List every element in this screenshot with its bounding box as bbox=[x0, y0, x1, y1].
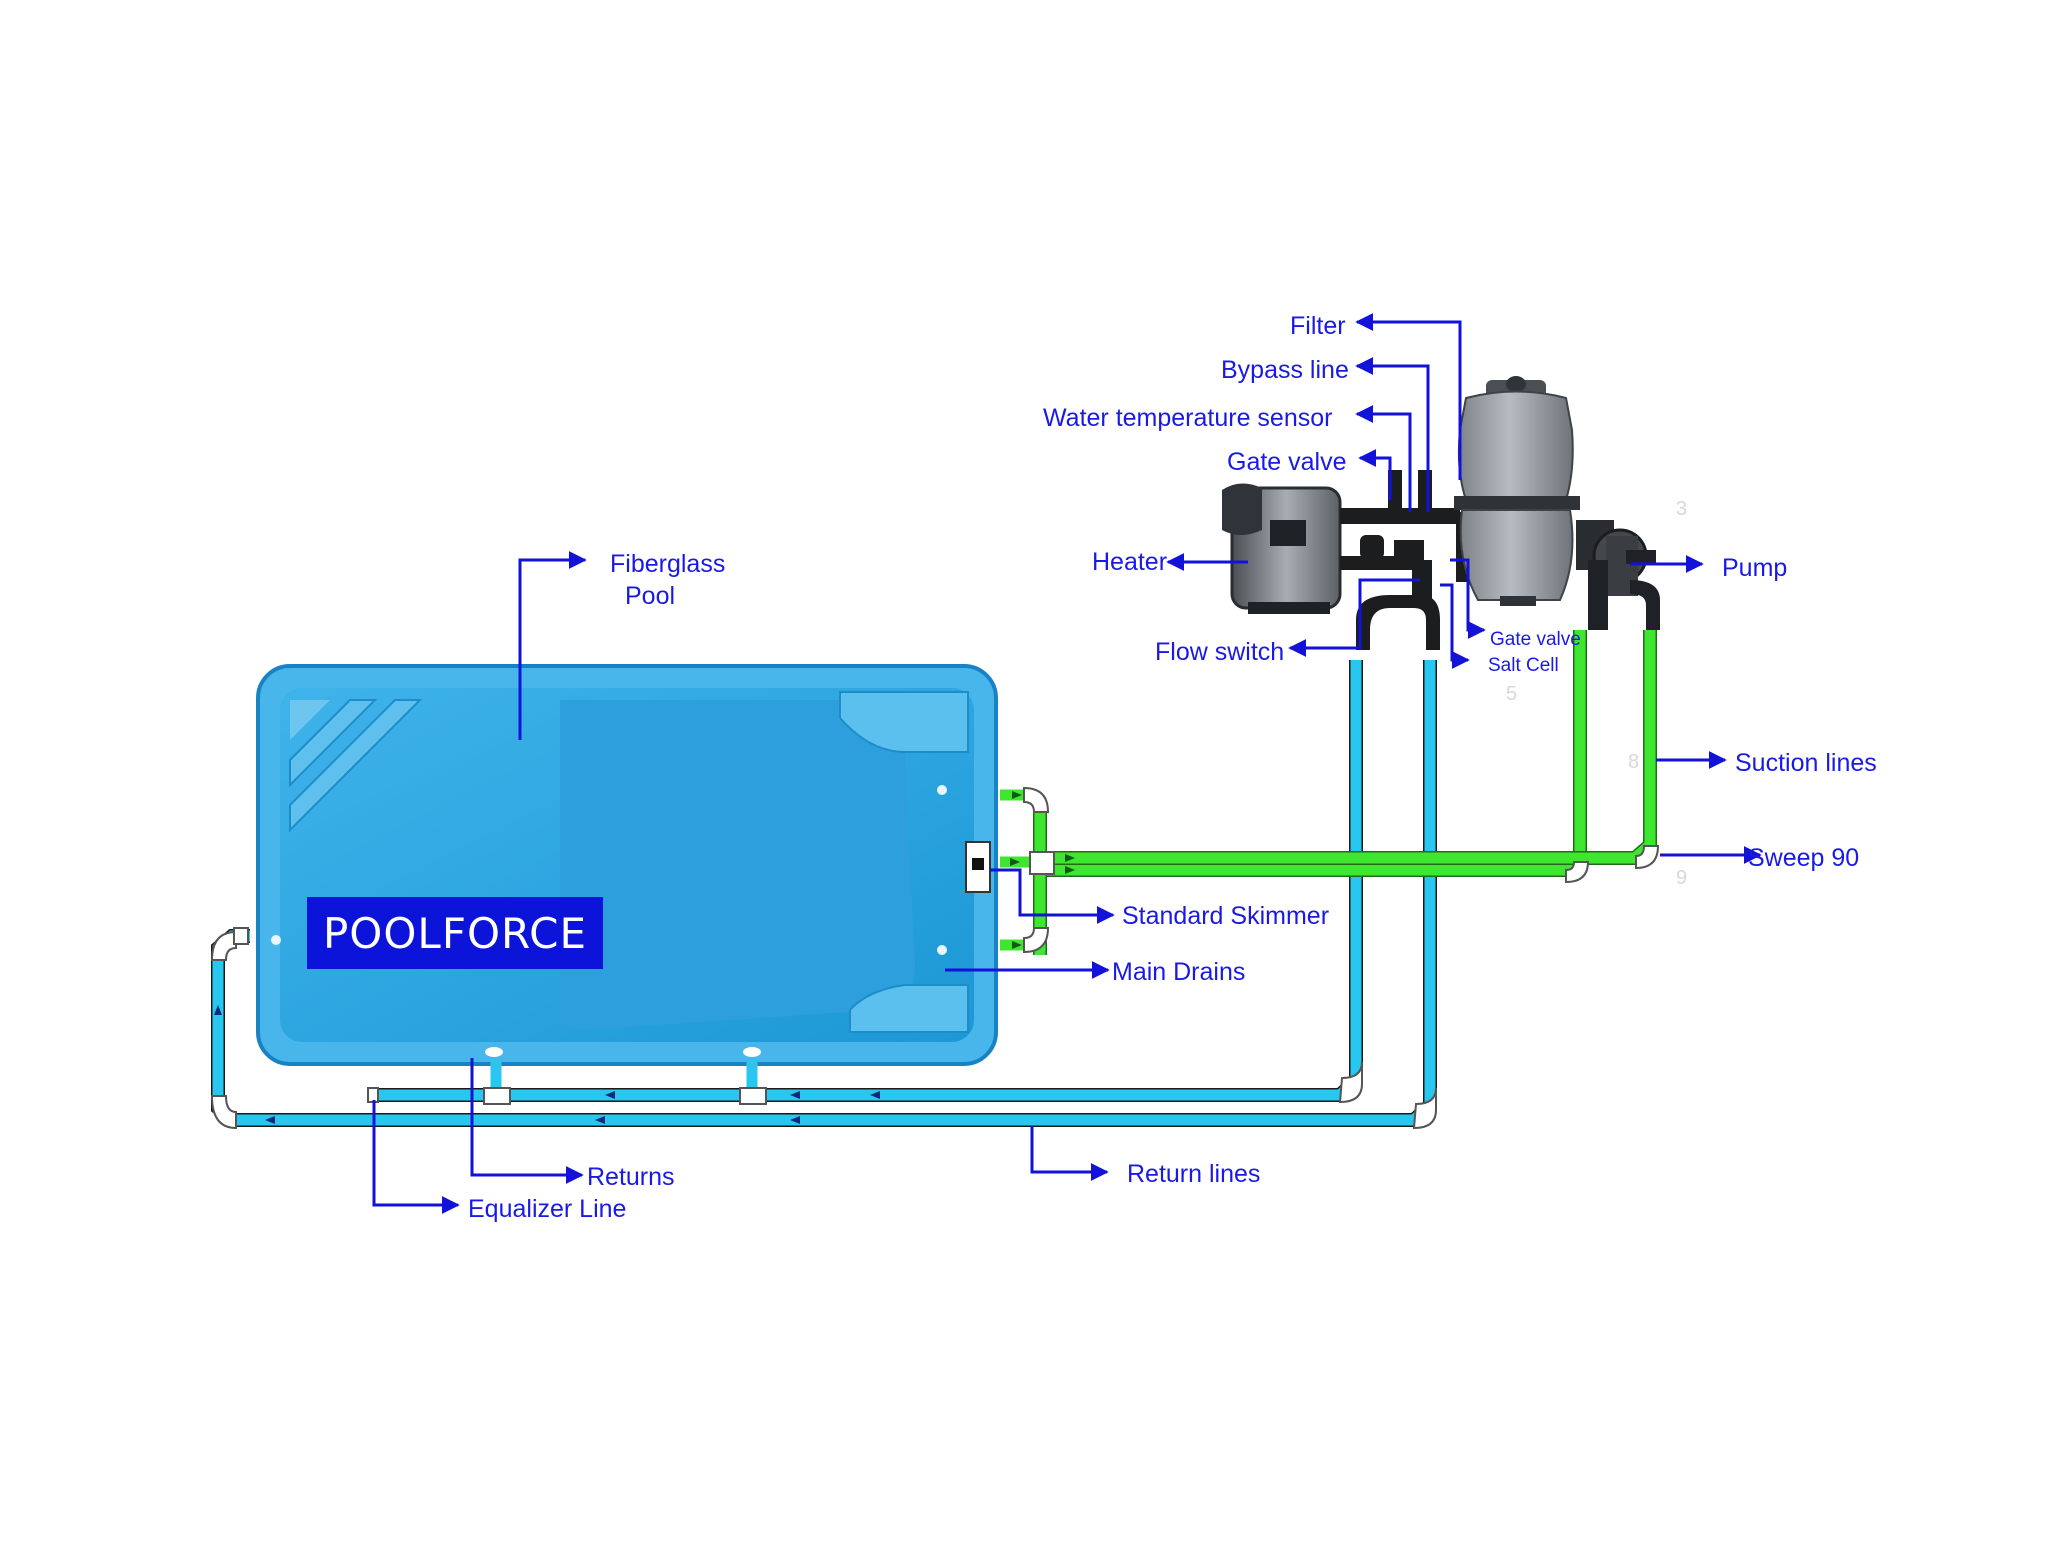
label-standard-skimmer: Standard Skimmer bbox=[1122, 902, 1329, 930]
marker-3: 3 bbox=[1676, 498, 1687, 520]
label-fiberglass-pool: Fiberglass bbox=[610, 550, 725, 578]
callout-labels: Fiberglass Pool Filter Bypass line Water… bbox=[468, 312, 1877, 1223]
label-pump: Pump bbox=[1722, 554, 1787, 582]
flow-arrow-icon bbox=[214, 1005, 880, 1124]
poolforce-logo: POOLFORCE bbox=[307, 897, 603, 969]
label-salt-cell: Salt Cell bbox=[1488, 655, 1559, 676]
label-water-temperature-sensor: Water temperature sensor bbox=[1043, 404, 1332, 432]
pump-icon bbox=[1576, 520, 1660, 630]
label-gate-valve: Gate valve bbox=[1227, 448, 1347, 476]
label-returns: Returns bbox=[587, 1163, 675, 1191]
equipment-pad bbox=[1222, 376, 1660, 650]
filter-tank-icon bbox=[1454, 376, 1580, 606]
label-sweep-90: Sweep 90 bbox=[1748, 844, 1859, 872]
logo-text: POOLFORCE bbox=[323, 909, 587, 958]
label-equalizer-line: Equalizer Line bbox=[468, 1195, 626, 1223]
label-suction-lines: Suction lines bbox=[1735, 749, 1877, 777]
marker-9: 9 bbox=[1676, 867, 1687, 889]
label-heater: Heater bbox=[1092, 548, 1167, 576]
marker-8: 8 bbox=[1628, 751, 1639, 773]
label-fiberglass-pool-2: Pool bbox=[625, 582, 675, 610]
elbow-fitting-icon bbox=[1338, 1061, 1363, 1104]
label-main-drains: Main Drains bbox=[1112, 958, 1245, 986]
label-gate-valve-small: Gate valve bbox=[1490, 629, 1581, 650]
heater-icon bbox=[1222, 483, 1342, 614]
fiberglass-pool bbox=[256, 664, 998, 1066]
label-flow-switch: Flow switch bbox=[1155, 638, 1284, 666]
suction-piping bbox=[1000, 630, 1660, 955]
label-return-lines: Return lines bbox=[1127, 1160, 1260, 1188]
callout-leaders bbox=[372, 313, 1762, 1214]
marker-5: 5 bbox=[1506, 683, 1517, 705]
label-filter: Filter bbox=[1290, 312, 1346, 340]
label-bypass-line: Bypass line bbox=[1221, 356, 1349, 384]
